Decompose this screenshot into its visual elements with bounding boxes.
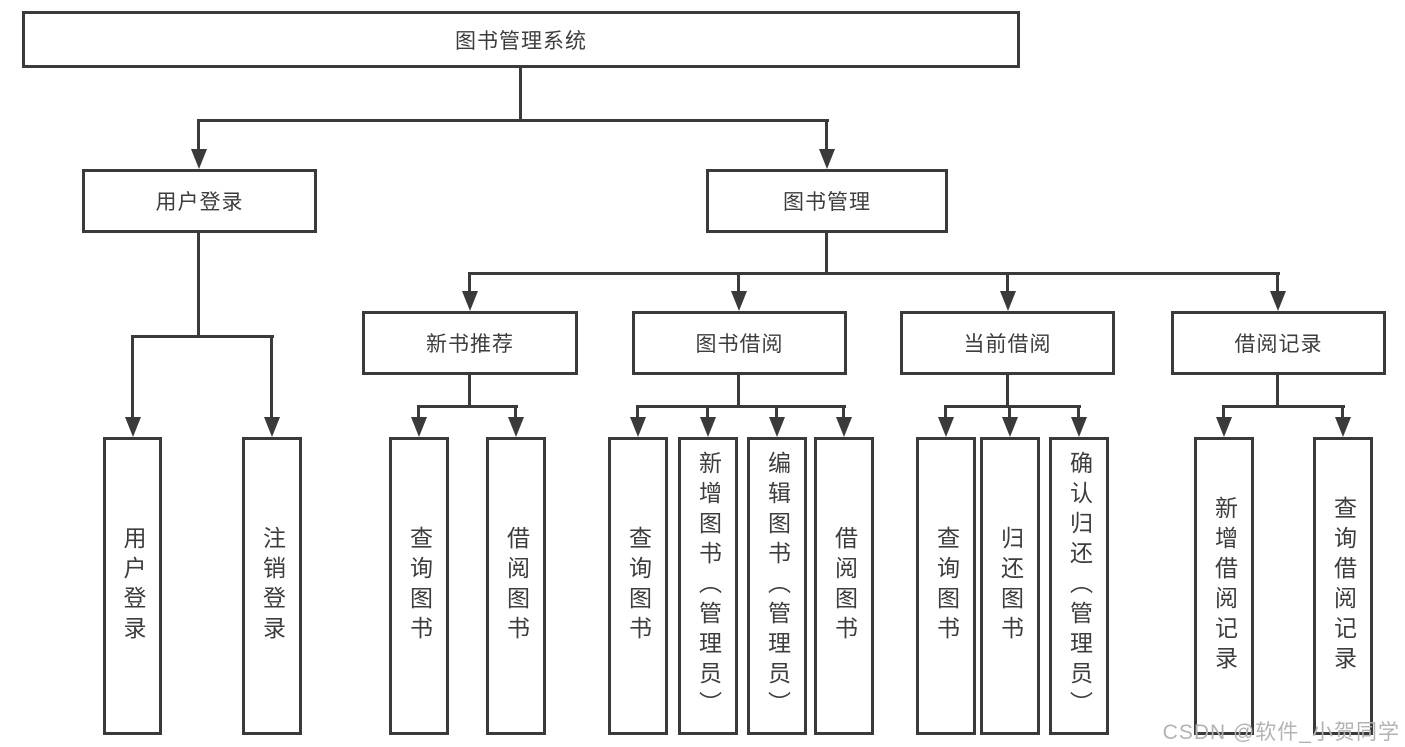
- connector-line: [1006, 272, 1009, 293]
- connector-line: [1006, 375, 1009, 407]
- node-label: 用户登录: [155, 191, 244, 214]
- leaf-borrow-books-recommend: 借阅图书: [486, 437, 546, 735]
- node-user-login: 用户登录: [82, 169, 317, 233]
- arrow-down-icon: [938, 417, 954, 437]
- leaf-query-books-recommend: 查询图书: [389, 437, 449, 735]
- arrow-down-icon: [731, 291, 747, 311]
- leaf-query-borrow-record: 查询借阅记录: [1313, 437, 1373, 735]
- node-borrowing-records: 借阅记录: [1171, 311, 1386, 375]
- node-label: 借阅记录: [1234, 333, 1323, 356]
- leaf-edit-books-admin: 编辑图书（管理员）: [747, 437, 807, 735]
- arrow-down-icon: [411, 417, 427, 437]
- connector-line: [1222, 405, 1225, 419]
- arrow-down-icon: [630, 417, 646, 437]
- connector-line: [1276, 272, 1279, 293]
- node-label: 新增图书（管理员）: [695, 451, 722, 721]
- connector-line: [417, 405, 518, 408]
- node-label: 归还图书: [997, 526, 1024, 646]
- arrow-down-icon: [508, 417, 524, 437]
- leaf-query-books-current: 查询图书: [916, 437, 976, 735]
- connector-line: [825, 233, 828, 274]
- connector-line: [825, 119, 828, 151]
- arrow-down-icon: [264, 417, 280, 437]
- connector-line: [1341, 405, 1344, 419]
- connector-line: [944, 405, 1081, 408]
- connector-line: [468, 375, 471, 407]
- node-current-borrowing: 当前借阅: [900, 311, 1115, 375]
- node-label: 查询借阅记录: [1330, 496, 1357, 676]
- node-label: 查询图书: [406, 526, 433, 646]
- arrow-down-icon: [769, 417, 785, 437]
- node-book-management: 图书管理: [706, 169, 948, 233]
- connector-line: [417, 405, 420, 419]
- node-label: 当前借阅: [963, 333, 1052, 356]
- connector-line: [1222, 405, 1345, 408]
- connector-line: [1008, 405, 1011, 419]
- connector-line: [1077, 405, 1080, 419]
- arrow-down-icon: [191, 149, 207, 169]
- connector-line: [197, 119, 200, 151]
- node-label: 查询图书: [625, 526, 652, 646]
- connector-line: [737, 375, 740, 407]
- node-label: 注销登录: [259, 526, 286, 646]
- connector-line: [775, 405, 778, 419]
- connector-line: [197, 119, 829, 122]
- node-label: 新增借阅记录: [1211, 496, 1238, 676]
- connector-line: [636, 405, 639, 419]
- arrow-down-icon: [462, 291, 478, 311]
- node-label: 查询图书: [933, 526, 960, 646]
- connector-line: [131, 335, 274, 338]
- node-label: 借阅图书: [503, 526, 530, 646]
- node-label: 借阅图书: [831, 526, 858, 646]
- connector-line: [737, 272, 740, 293]
- node-label: 图书借阅: [695, 333, 784, 356]
- arrow-down-icon: [819, 149, 835, 169]
- node-new-book-recommendation: 新书推荐: [362, 311, 578, 375]
- connector-line: [131, 335, 134, 419]
- csdn-watermark: CSDN @软件_小贺同学: [1162, 721, 1400, 744]
- leaf-return-books: 归还图书: [980, 437, 1040, 735]
- leaf-add-borrow-record: 新增借阅记录: [1194, 437, 1254, 735]
- node-label: 图书管理系统: [455, 29, 587, 53]
- node-book-borrowing: 图书借阅: [632, 311, 847, 375]
- node-label: 用户登录: [120, 526, 146, 646]
- node-label: 新书推荐: [426, 333, 514, 356]
- connector-line: [468, 272, 471, 293]
- leaf-borrow-books-borrowing: 借阅图书: [814, 437, 874, 735]
- arrow-down-icon: [1216, 417, 1232, 437]
- arrow-down-icon: [1335, 417, 1351, 437]
- arrow-down-icon: [700, 417, 716, 437]
- arrow-down-icon: [836, 417, 852, 437]
- connector-line: [197, 233, 200, 336]
- leaf-add-books-admin: 新增图书（管理员）: [678, 437, 738, 735]
- arrow-down-icon: [1071, 417, 1087, 437]
- node-library-management-system: 图书管理系统: [22, 11, 1020, 68]
- leaf-confirm-return-admin: 确认归还（管理员）: [1049, 437, 1109, 735]
- connector-line: [519, 68, 522, 119]
- arrow-down-icon: [1000, 291, 1016, 311]
- arrow-down-icon: [1270, 291, 1286, 311]
- node-label: 编辑图书（管理员）: [764, 451, 791, 721]
- connector-line: [468, 272, 1280, 275]
- node-label: 图书管理: [783, 191, 871, 214]
- connector-line: [270, 335, 273, 419]
- connector-line: [706, 405, 709, 419]
- leaf-logout: 注销登录: [242, 437, 302, 735]
- connector-line: [514, 405, 517, 419]
- connector-line: [1276, 375, 1279, 407]
- arrow-down-icon: [1002, 417, 1018, 437]
- connector-line: [944, 405, 947, 419]
- arrow-down-icon: [125, 417, 141, 437]
- connector-line: [636, 405, 846, 408]
- connector-line: [842, 405, 845, 419]
- node-label: 确认归还（管理员）: [1066, 451, 1093, 721]
- leaf-user-login: 用户登录: [103, 437, 162, 735]
- leaf-query-books-borrowing: 查询图书: [608, 437, 668, 735]
